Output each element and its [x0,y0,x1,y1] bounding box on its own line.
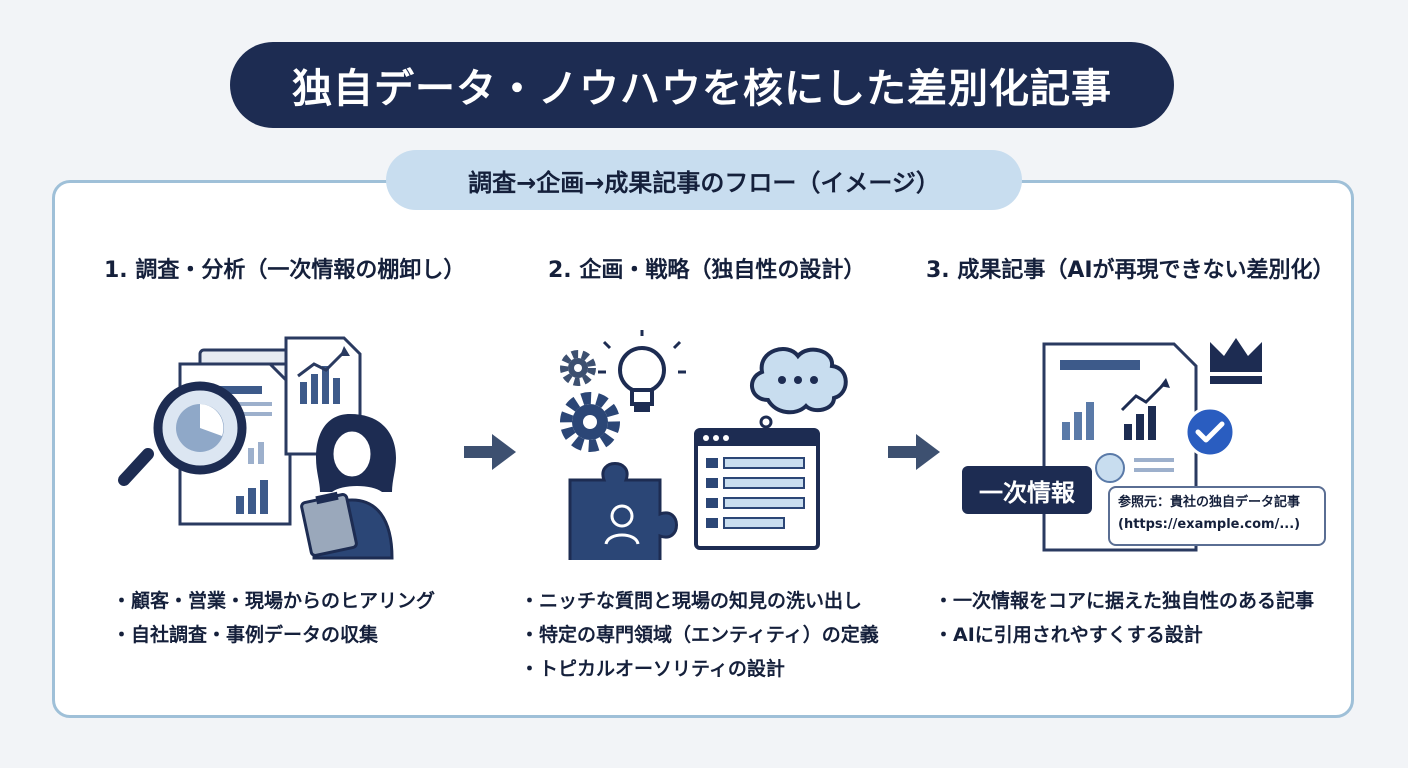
gear-icon [560,392,620,452]
crown-icon [1210,338,1262,384]
planning-illustration [560,330,848,560]
step1-bullets: 顧客・営業・現場からのヒアリング 自社調査・事例データの収集 [112,584,435,652]
subtitle-banner: 調査→企画→成果記事のフロー（イメージ） [386,150,1022,210]
step3-bullets: 一次情報をコアに据えた独自性のある記事 AIに引用されやすくする設計 [934,584,1314,652]
reference-url: (https://example.com/...) [1118,517,1301,532]
thought-bubble-icon [750,347,848,429]
check-badge-icon [1184,406,1236,458]
step3-heading: 3. 成果記事（AIが再現できない差別化） [926,258,1335,283]
reference-source: 参照元：貴社の独自データ記事 [1118,495,1301,510]
research-illustration [118,336,396,560]
list-item: 自社調査・事例データの収集 [112,618,435,652]
main-title-banner: 独自データ・ノウハウを核にした差別化記事 [230,42,1174,128]
main-title: 独自データ・ノウハウを核にした差別化記事 [292,66,1112,112]
browser-window-icon [694,428,820,550]
subtitle: 調査→企画→成果記事のフロー（イメージ） [468,168,940,197]
list-item: 特定の専門領域（エンティティ）の定義 [520,618,879,652]
list-item: AIに引用されやすくする設計 [934,618,1314,652]
magnifier-icon [118,381,247,486]
list-item: トピカルオーソリティの設計 [520,652,879,686]
step2-heading: 2. 企画・戦略（独自性の設計） [548,258,866,283]
arrow-right-icon [464,434,516,470]
person-icon [300,414,396,560]
puzzle-icon [568,462,678,560]
list-item: ニッチな質問と現場の知見の洗い出し [520,584,879,618]
arrow-right-icon [888,434,940,470]
primary-info-label: 一次情報 [979,478,1075,507]
reference-callout: 参照元：貴社の独自データ記事 (https://example.com/...) [1108,486,1326,546]
list-item: 顧客・営業・現場からのヒアリング [112,584,435,618]
gear-icon [560,350,596,386]
lightbulb-icon [598,330,686,412]
step2-bullets: ニッチな質問と現場の知見の洗い出し 特定の専門領域（エンティティ）の定義 トピカ… [520,584,879,686]
step1-heading: 1. 調査・分析（一次情報の棚卸し） [104,258,466,283]
list-item: 一次情報をコアに据えた独自性のある記事 [934,584,1314,618]
primary-info-tag: 一次情報 [962,466,1092,514]
